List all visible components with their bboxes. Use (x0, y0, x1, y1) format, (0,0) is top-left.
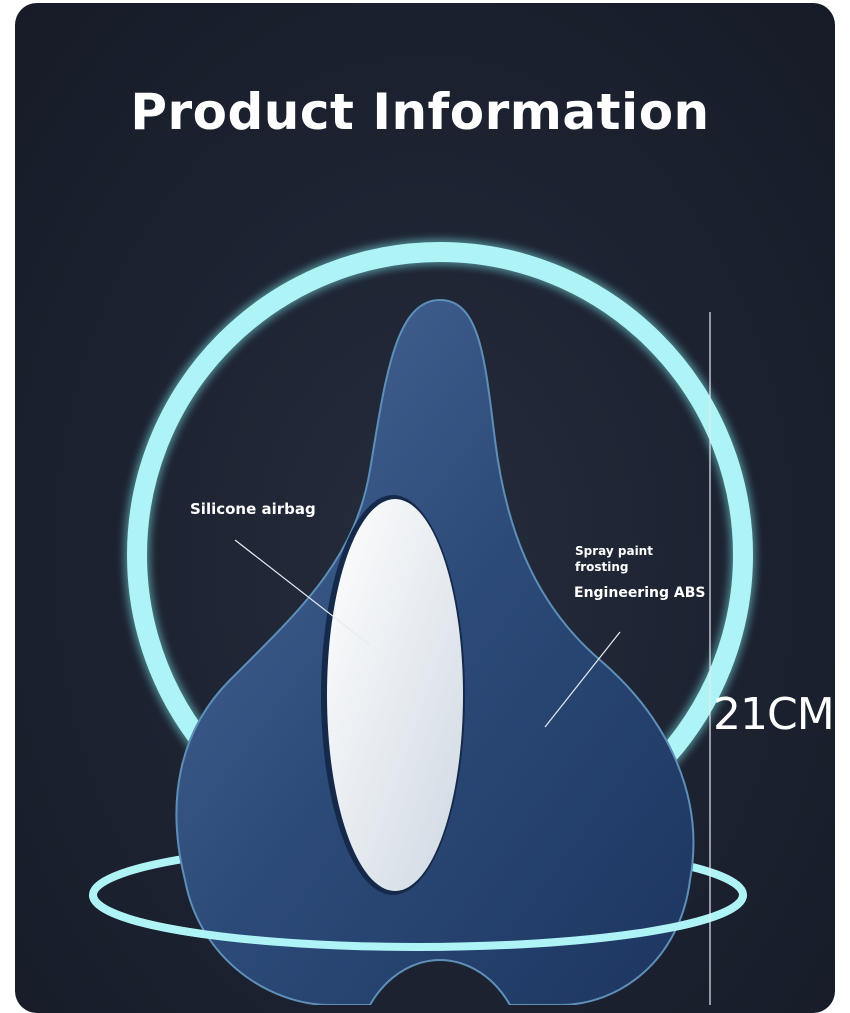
airbag-pointer (234, 539, 371, 646)
page-title: Product Information (130, 83, 710, 141)
airbag-label: Silicone airbag (190, 500, 316, 518)
dimension-label: 21CM (713, 689, 835, 740)
base-ring-front (89, 894, 747, 951)
finish-label: Spray paint frosting (575, 544, 653, 574)
material-pointer (544, 631, 621, 728)
material-label: Engineering ABS (574, 585, 706, 601)
saddle-illustration (89, 239, 756, 1005)
product-info-card: Product Information Silicone airbag Spra… (15, 3, 835, 1013)
